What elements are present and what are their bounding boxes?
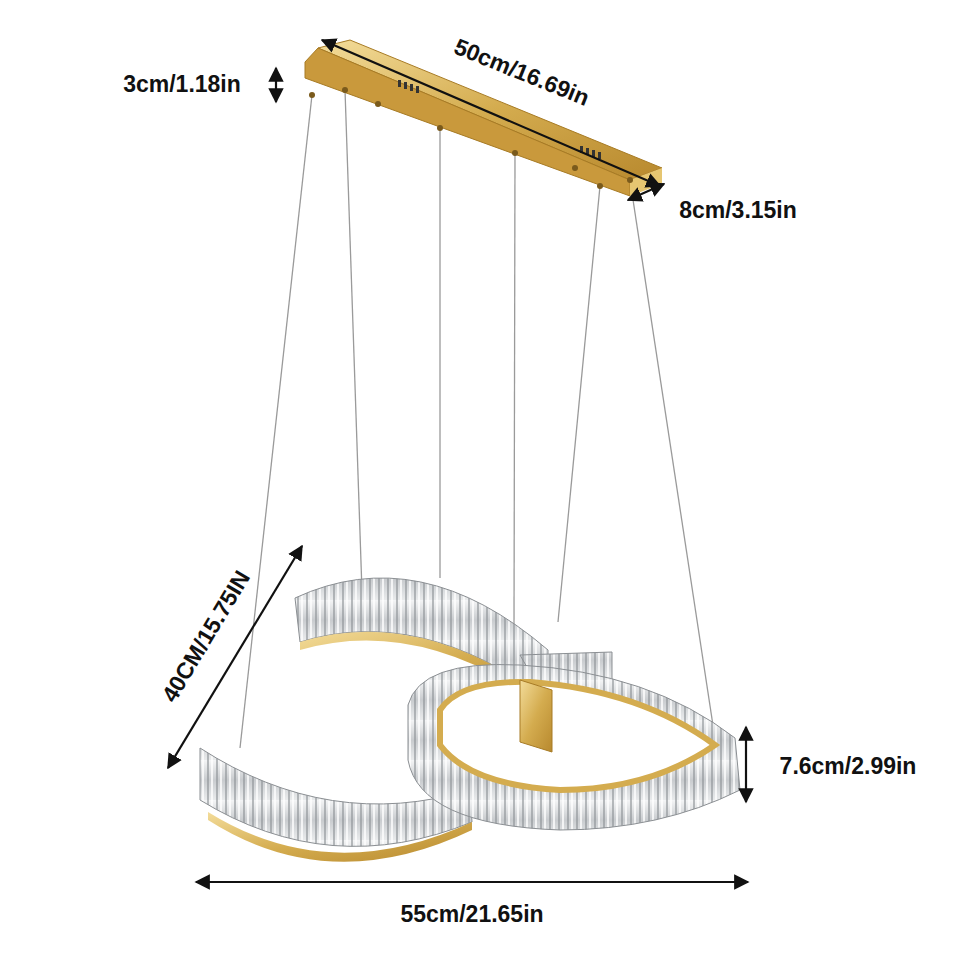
dimension-arrow [168, 40, 748, 882]
crystal-ring [408, 665, 740, 831]
dimension-label: 40CM/15.75IN [158, 567, 254, 706]
wire [240, 90, 714, 748]
dimension-label: 3cm/1.18in [123, 73, 241, 96]
dimension-label: 55cm/21.65in [400, 903, 543, 926]
dimension-label: 7.6cm/2.99in [780, 755, 917, 778]
dimension-label: 8cm/3.15in [679, 199, 797, 222]
